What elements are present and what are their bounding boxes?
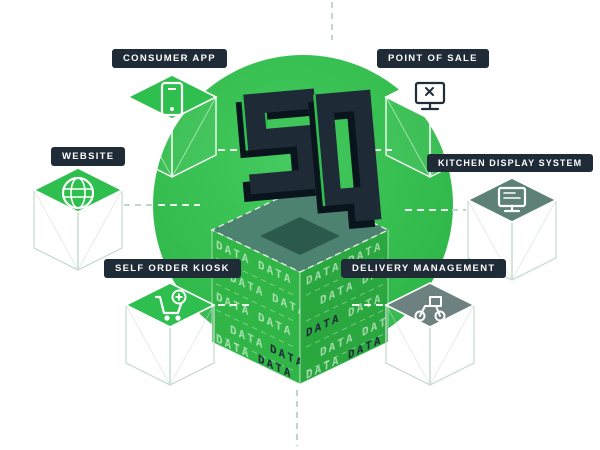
node-label-point-of-sale: POINT OF SALE bbox=[377, 49, 489, 68]
connector-lines bbox=[124, 2, 466, 446]
pos-terminal-icon bbox=[414, 81, 446, 111]
self-order-kiosk-top-face bbox=[124, 282, 216, 328]
node-label-kitchen-display-system: KITCHEN DISPLAY SYSTEM bbox=[427, 154, 594, 172]
consumer-app-cube bbox=[126, 74, 218, 178]
node-label-consumer-app: CONSUMER APP bbox=[112, 49, 227, 68]
globe-icon bbox=[61, 176, 95, 210]
node-label-self-order-kiosk: SELF ORDER KIOSK bbox=[104, 259, 241, 278]
kitchen-display-icon bbox=[497, 186, 527, 213]
mobile-phone-icon bbox=[160, 81, 184, 117]
kitchen-display-top-face bbox=[466, 177, 558, 223]
delivery-management-cube bbox=[384, 282, 476, 386]
node-label-delivery-management: DELIVERY MANAGEMENT bbox=[341, 259, 507, 278]
central-cube-notch bbox=[260, 217, 340, 255]
website-cube bbox=[32, 167, 124, 271]
delivery-scooter-icon bbox=[414, 296, 446, 322]
brand-block-logo bbox=[235, 88, 382, 229]
self-order-kiosk-cube bbox=[124, 282, 216, 386]
point-of-sale-top-face bbox=[384, 74, 476, 120]
shopping-cart-icon bbox=[154, 289, 187, 321]
node-label-website: WEBSITE bbox=[51, 147, 126, 166]
